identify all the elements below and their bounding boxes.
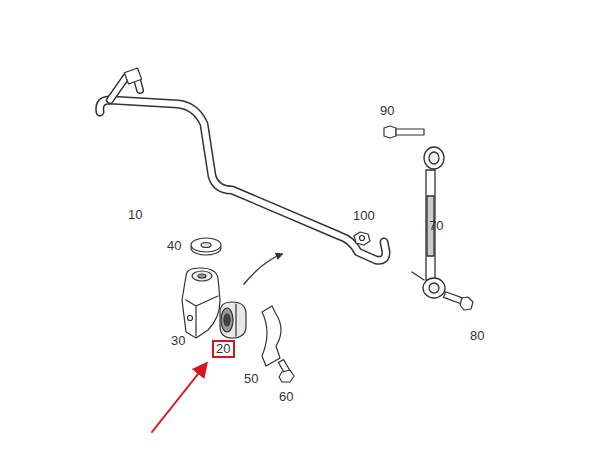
stabilizer-link [412,147,445,298]
nut [354,232,370,245]
callout-number: 30 [171,333,185,348]
callout-number: 60 [279,389,293,404]
callout-number: 70 [429,218,443,233]
washer [191,238,221,255]
bracket [182,268,220,338]
stabilizer-bar [100,68,386,260]
callout-number: 20 [216,341,230,356]
clamp [262,306,281,366]
bolt [444,292,473,310]
callout-number: 40 [167,238,181,253]
callout-number: 50 [244,371,258,386]
bolt [384,126,424,138]
callout-number: 10 [128,207,142,222]
callout-number: 100 [353,208,375,223]
bolt [278,360,294,382]
assembly-arrow [244,254,282,284]
rubber-bushing [220,302,246,338]
highlight-box: 20 [212,340,235,358]
pointer-arrow [152,364,206,432]
callout-number: 80 [470,328,484,343]
callout-number: 90 [380,103,394,118]
